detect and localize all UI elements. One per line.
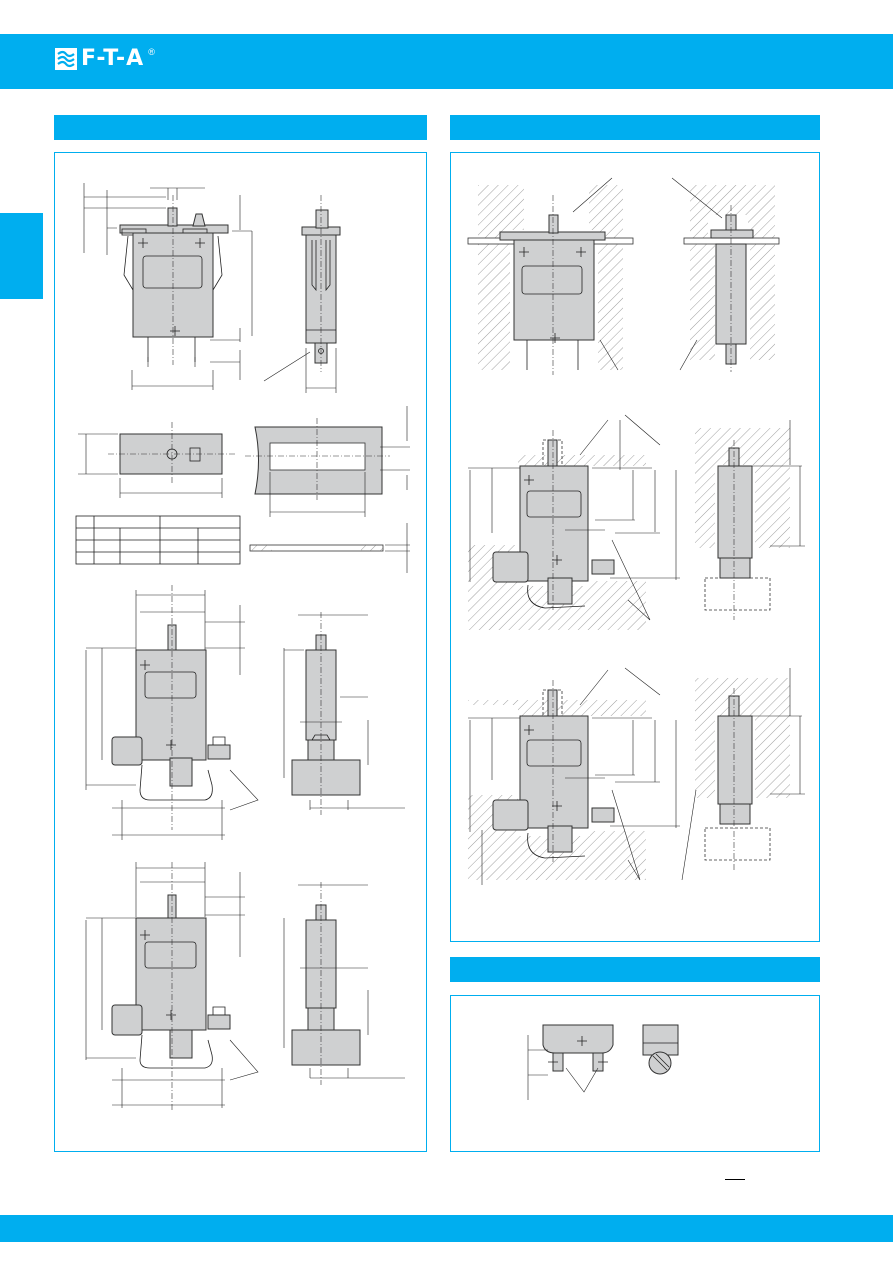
section-header-right-top — [450, 115, 820, 140]
panel-left — [54, 152, 427, 1152]
front-view-drawing — [83, 183, 253, 390]
section-header-left — [54, 115, 427, 140]
panel-cutout-drawing — [245, 406, 410, 517]
brand-logo: F-T-A ® — [55, 47, 155, 71]
rail-side-view-1 — [283, 612, 405, 815]
rail-mount-side-1 — [695, 420, 805, 620]
page-number-rule — [725, 1179, 745, 1180]
panel-mount-side — [671, 177, 780, 372]
top-view-drawing — [78, 422, 235, 498]
registered-mark: ® — [148, 47, 155, 57]
fta-logo-mark-icon — [55, 48, 77, 70]
rail-front-view-2 — [85, 862, 259, 1110]
panel-mount-front — [467, 177, 634, 375]
rail-side-view-2 — [283, 882, 405, 1085]
panel-strip-drawing — [249, 523, 410, 573]
panel-right-bottom — [450, 995, 820, 1152]
spec-table — [75, 515, 241, 565]
logo-text: F-T-A — [81, 46, 145, 71]
section-header-right-bottom — [450, 957, 820, 982]
rail-front-view-1 — [85, 585, 259, 840]
screw-terminal-drawing — [527, 1024, 679, 1100]
rail-mount-front-1 — [468, 414, 680, 630]
rail-mount-side-2 — [681, 668, 805, 881]
side-tab — [0, 213, 43, 299]
rail-mount-front-2 — [468, 667, 680, 885]
header-bar — [0, 34, 893, 89]
side-view-drawing — [263, 195, 341, 393]
footer-bar — [0, 1215, 893, 1242]
